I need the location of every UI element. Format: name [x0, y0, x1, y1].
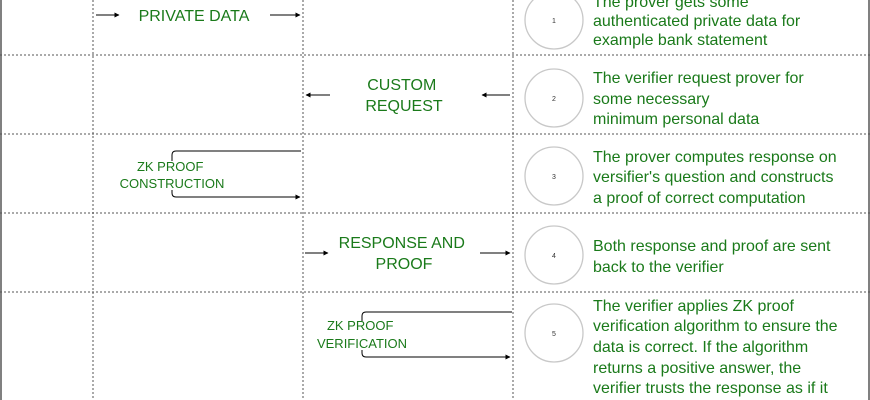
bracket-top-verification [361, 311, 512, 321]
step-number-1: 1 [552, 18, 556, 25]
label-zk-verification: ZK PROOF VERIFICATION [317, 318, 407, 351]
step-circle-1 [524, 0, 584, 50]
zk-verification-flow: ZK PROOF VERIFICATION [317, 311, 512, 360]
zk-construction-flow: ZK PROOF CONSTRUCTION [120, 150, 301, 200]
step-description-4: Both response and proof are sent back to… [593, 238, 835, 276]
step-circle-2 [524, 68, 584, 128]
step-number-3: 3 [552, 174, 556, 181]
bracket-bottom-verification [361, 350, 511, 360]
step-circles: 1 2 3 4 5 [524, 0, 584, 363]
step-circle-5 [524, 303, 584, 363]
step-description-1: The prover gets some authenticated priva… [593, 0, 805, 49]
step-number-2: 2 [552, 96, 556, 103]
label-response-proof: RESPONSE AND PROOF [339, 235, 470, 273]
custom-request-flow: CUSTOM REQUEST [305, 77, 510, 115]
step-circle-4 [524, 225, 584, 285]
step-description-2: The verifier request prover for some nec… [593, 70, 808, 128]
step-description-5: The verifier applies ZK proof verificati… [593, 298, 842, 397]
step-number-4: 4 [552, 253, 556, 260]
step-description-3: The prover computes response on versifie… [593, 149, 841, 207]
step-descriptions: The prover gets some authenticated priva… [593, 0, 842, 397]
private-data-flow: PRIVATE DATA [96, 8, 301, 25]
label-zk-construction: ZK PROOF CONSTRUCTION [120, 159, 225, 191]
label-private-data: PRIVATE DATA [139, 8, 250, 25]
response-proof-flow: RESPONSE AND PROOF [305, 235, 511, 273]
label-custom-request: CUSTOM REQUEST [365, 77, 443, 115]
step-circle-3 [524, 146, 584, 206]
bracket-bottom-construction [171, 190, 301, 200]
bracket-top-construction [171, 150, 301, 161]
step-number-5: 5 [552, 331, 556, 338]
